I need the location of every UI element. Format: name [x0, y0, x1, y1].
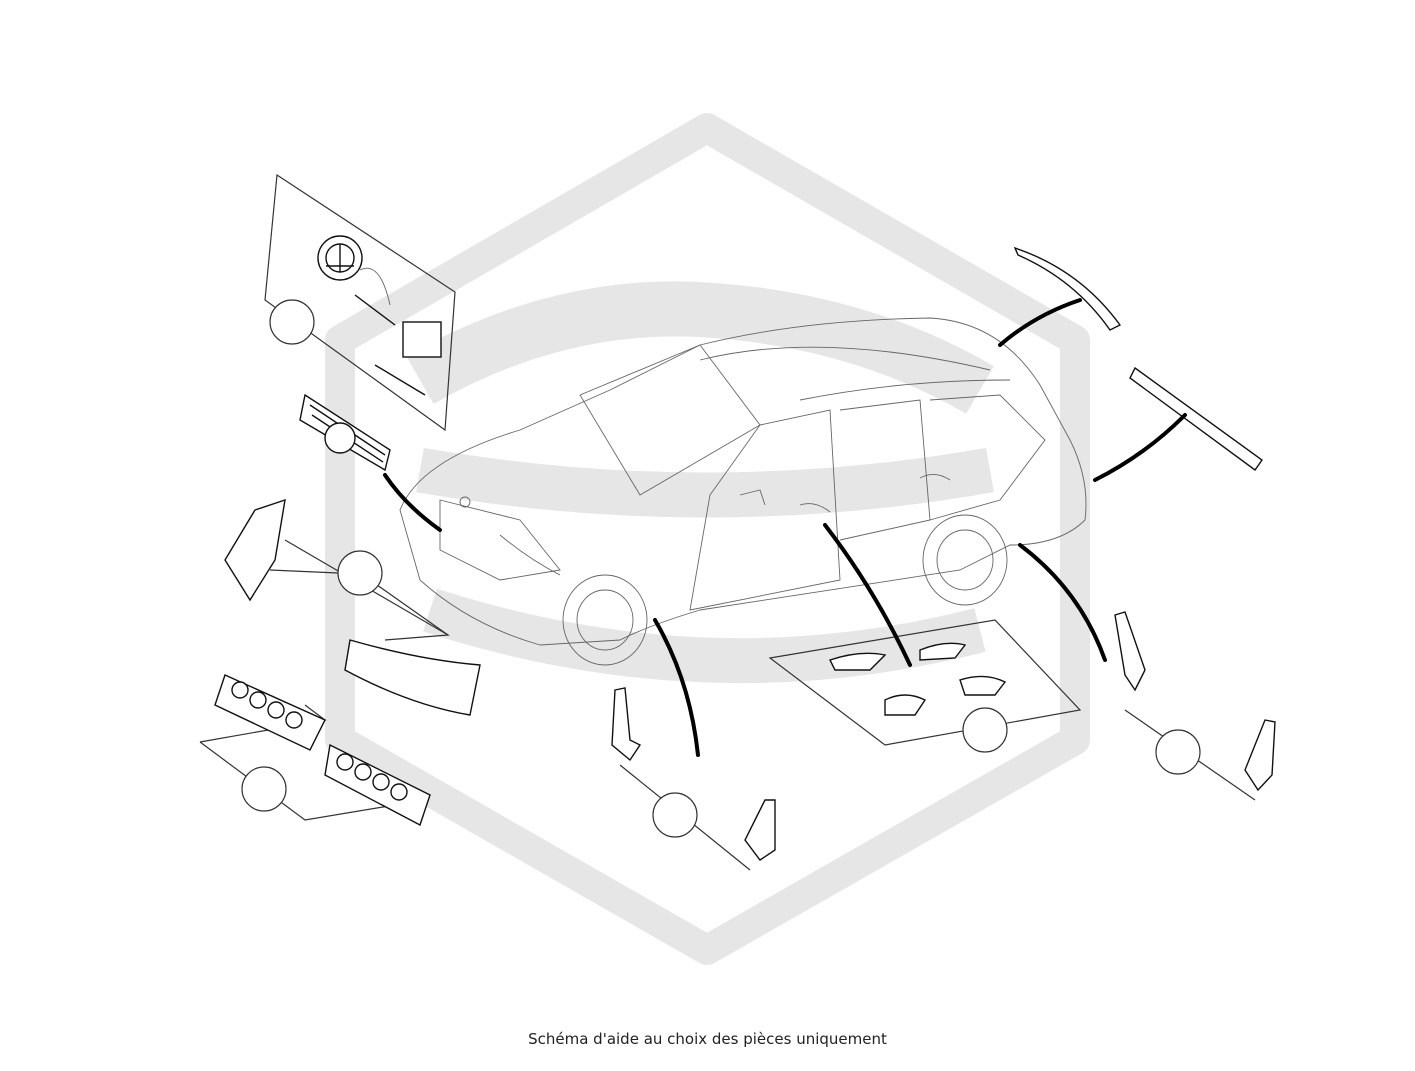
diagram-caption: Schéma d'aide au choix des pièces unique…	[528, 1030, 887, 1048]
callouts	[241, 299, 1201, 838]
part-front-grille	[299, 393, 391, 472]
callout-door-handle-covers[interactable]	[962, 707, 1008, 753]
part-bumper-trim-lower	[344, 639, 481, 716]
part-roof-spoiler	[1013, 246, 1122, 331]
watermark-logo	[325, 113, 1090, 965]
callout-front-bumper-trims[interactable]	[337, 550, 383, 596]
callout-rear-mudflaps[interactable]	[1155, 729, 1201, 775]
part-mudflap-front-right	[744, 799, 776, 861]
part-emblem-kit	[317, 235, 442, 396]
callout-fog-light-grilles[interactable]	[241, 766, 287, 812]
part-rear-sill-protector	[1129, 366, 1263, 471]
part-mudflap-rear-right	[1244, 719, 1276, 792]
callout-emblem-kit[interactable]	[269, 299, 315, 345]
pointer-arrows	[383, 298, 1187, 757]
part-door-handle-covers	[829, 642, 1007, 716]
car-outline	[399, 317, 1087, 666]
part-bumper-trim-left	[224, 498, 286, 602]
callout-front-mudflaps[interactable]	[652, 792, 698, 838]
part-mudflap-front-left	[611, 687, 642, 762]
part-fog-grille-right	[324, 743, 431, 827]
part-mudflap-rear-left	[1114, 611, 1146, 692]
part-fog-grille-left	[214, 674, 326, 751]
